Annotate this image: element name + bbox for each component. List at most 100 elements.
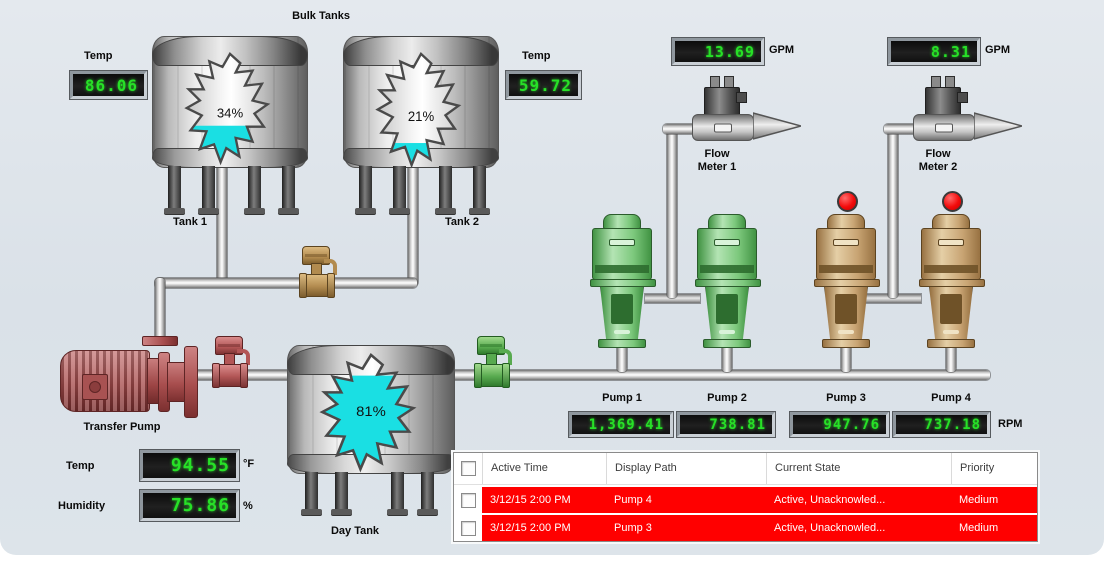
alarm-current-state: Active, Unacknowled... <box>774 494 886 506</box>
pump-4-rpm-display: 737.18 <box>893 412 990 437</box>
pump-2-rpm-value: 738.81 <box>709 416 766 433</box>
alarm-row-highlight: 3/12/15 2:00 PM Pump 3 Active, Unacknowl… <box>482 515 1037 541</box>
pump-4-label: Pump 4 <box>931 392 971 404</box>
tank-2-temp-display: 59.72 <box>506 71 581 99</box>
tank-leg <box>435 166 456 214</box>
flow-meter-window <box>714 123 732 132</box>
pump-motor-head <box>816 228 876 280</box>
flow-meter-2-label-line2: Meter 2 <box>918 161 958 173</box>
tank-2-temp-value: 59.72 <box>518 75 572 95</box>
tank-2-temp-label: Temp <box>522 50 551 62</box>
select-all-checkbox[interactable] <box>460 461 476 476</box>
pump-motor-head <box>592 228 652 280</box>
pipe-pump4-stub <box>946 338 956 372</box>
pump-4-alarm-light-icon <box>942 191 963 212</box>
tank-2-level-value: 21% <box>408 109 434 124</box>
pipe-meter2-riser <box>888 126 898 298</box>
pump-base <box>822 339 870 348</box>
transfer-pump-discharge-flange <box>184 346 198 418</box>
pump-1-rpm-display: 1,369.41 <box>569 412 673 437</box>
pump-column <box>929 286 973 340</box>
pump-cap <box>708 214 746 229</box>
day-tank-level-value: 81% <box>356 404 386 419</box>
pump-band <box>819 265 873 273</box>
alarm-row-checkbox[interactable] <box>460 520 476 536</box>
flow-meter-2-label: Flow Meter 2 <box>903 148 973 174</box>
alarm-row-pump4[interactable]: 3/12/15 2:00 PM Pump 4 Active, Unacknowl… <box>454 487 1037 513</box>
pipe-left-drop <box>155 278 165 344</box>
pipe-meter1-inlet <box>663 124 705 134</box>
pump-3[interactable] <box>814 214 880 348</box>
pump-slot <box>943 330 959 334</box>
pump-slot <box>614 330 630 334</box>
alarm-select-all-cell <box>454 453 482 484</box>
day-tank-label: Day Tank <box>330 525 380 537</box>
tank-1-level-indicator: 34% <box>184 52 271 166</box>
flow-direction-arrow-icon <box>753 112 801 140</box>
tank-2-level-indicator: 21% <box>375 52 462 169</box>
column-header-priority[interactable]: Priority <box>951 453 1037 484</box>
transfer-pump-label: Transfer Pump <box>83 421 161 433</box>
pump-nameplate <box>714 239 740 246</box>
transfer-pump-junction-box <box>82 374 108 400</box>
pump-flange <box>695 279 761 287</box>
pipe-tank2-outlet <box>408 164 418 286</box>
pump-slot <box>838 330 854 334</box>
alarm-row-pump3[interactable]: 3/12/15 2:00 PM Pump 3 Active, Unacknowl… <box>454 515 1037 541</box>
pump-1[interactable] <box>590 214 656 348</box>
transmitter-nub <box>736 92 747 103</box>
pump-3-alarm-light-icon <box>837 191 858 212</box>
alarm-current-state: Active, Unacknowled... <box>774 522 886 534</box>
pump-band <box>700 265 754 273</box>
alarm-priority: Medium <box>959 494 999 506</box>
alarm-table: Active Time Display Path Current State P… <box>453 452 1038 542</box>
pump-cap <box>827 214 865 229</box>
flow-meter-1-display: 13.69 <box>672 38 764 65</box>
tank-leg <box>301 472 322 515</box>
tank-1-level-value: 34% <box>217 105 244 120</box>
pump-nameplate <box>938 239 964 246</box>
pump-nameplate <box>609 239 635 246</box>
column-header-active-time[interactable]: Active Time <box>482 453 606 484</box>
pump-base <box>598 339 646 348</box>
pump-flange <box>590 279 656 287</box>
pump-band <box>595 265 649 273</box>
humidity-value: 75.86 <box>170 495 230 516</box>
alarm-row-checkbox-cell <box>454 515 482 541</box>
page-title: Bulk Tanks <box>292 10 350 22</box>
pump-cap <box>603 214 641 229</box>
humidity-unit: % <box>243 500 253 512</box>
column-header-display-path[interactable]: Display Path <box>606 453 766 484</box>
pipe-tank1-outlet <box>217 164 227 286</box>
pump-4[interactable] <box>919 214 985 348</box>
transfer-pump[interactable] <box>60 336 198 418</box>
flow-meter-2-value: 8.31 <box>930 42 971 61</box>
pipe-tanks-header <box>155 278 417 288</box>
transmitter-nub <box>957 92 968 103</box>
humidity-display: 75.86 <box>140 490 239 521</box>
ambient-temp-label: Temp <box>66 460 95 472</box>
ambient-temp-value: 94.55 <box>170 455 230 476</box>
pump-2-rpm-display: 738.81 <box>677 412 775 437</box>
flow-meter-1-unit: GPM <box>769 44 795 56</box>
tank-leg <box>417 472 438 515</box>
tank-1-temp-display: 86.06 <box>70 71 147 99</box>
valve-body <box>299 273 335 298</box>
tank-leg <box>387 472 408 515</box>
tank-leg <box>164 166 185 214</box>
valve-transfer-discharge[interactable] <box>212 336 250 388</box>
alarm-row-checkbox[interactable] <box>460 492 476 508</box>
pipe-pump34-connector <box>866 294 921 303</box>
tank-leg <box>198 166 219 214</box>
tank-leg <box>331 472 352 515</box>
flow-meter-body <box>692 114 754 141</box>
tank-1-label: Tank 1 <box>172 216 208 228</box>
ambient-temp-unit: °F <box>243 458 255 470</box>
pump-2[interactable] <box>695 214 761 348</box>
pump-motor-head <box>921 228 981 280</box>
column-header-current-state[interactable]: Current State <box>766 453 951 484</box>
day-tank-level-indicator: 81% <box>319 353 417 473</box>
valve-tanks-header[interactable] <box>299 246 337 298</box>
valve-day-tank-outlet[interactable] <box>474 336 512 388</box>
